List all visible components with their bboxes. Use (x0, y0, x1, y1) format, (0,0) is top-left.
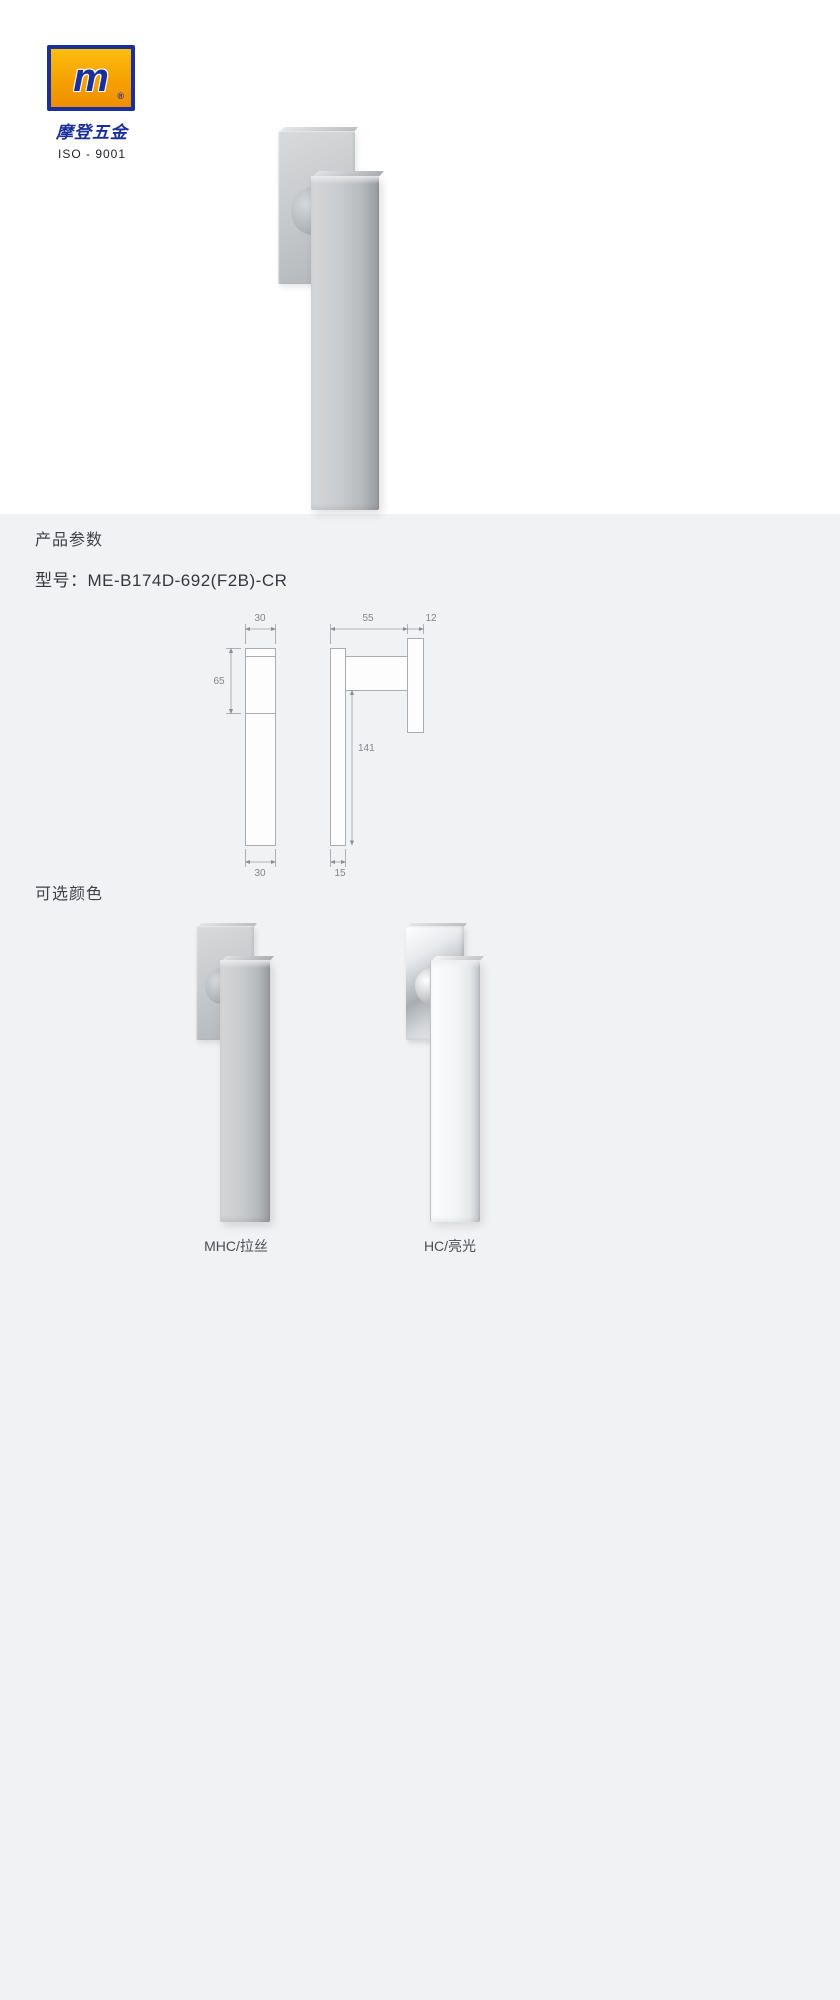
product-hero-image (278, 127, 388, 513)
model-value: ME-B174D-692(F2B)-CR (87, 571, 288, 590)
model-number-line: 型号：ME-B174D-692(F2B)-CR (35, 566, 287, 591)
gray-section-background (0, 514, 840, 2000)
dim-front-bottom-width: 30 (254, 868, 266, 879)
dim-front-top-width: 30 (254, 613, 266, 624)
handle-lever (311, 176, 379, 510)
color-option-label-mhc: MHC/拉丝 (204, 1238, 268, 1254)
brand-logo: m ® 摩登五金 ISO - 9001 (44, 45, 140, 161)
dim-side-lever-length: 141 (358, 743, 375, 754)
registered-trademark-icon: ® (117, 91, 124, 101)
side-neck (345, 656, 408, 691)
color-option-label-hc: HC/亮光 (423, 1238, 477, 1254)
model-label: 型号： (35, 571, 88, 590)
brand-logo-mark-icon: m ® (47, 45, 135, 111)
color-option-image-mhc (196, 923, 286, 1226)
logo-m-icon: m (73, 56, 109, 100)
side-grip (330, 648, 346, 846)
front-view-outline (245, 648, 276, 846)
section-title-parameters: 产品参数 (35, 532, 104, 549)
dim-side-grip-thickness: 15 (334, 868, 346, 879)
handle-lever (220, 960, 270, 1222)
dim-side-plate-thickness: 12 (425, 613, 437, 624)
handle-lever (430, 960, 480, 1222)
color-option-image-hc (406, 923, 496, 1226)
dimension-diagram: 30 65 30 55 12 141 15 (213, 613, 437, 879)
dim-side-neck-length: 55 (362, 613, 374, 624)
iso-certification: ISO - 9001 (57, 147, 127, 161)
side-view (330, 638, 424, 846)
side-plate (407, 638, 424, 733)
section-title-colors: 可选颜色 (35, 886, 104, 903)
dim-front-plate-height: 65 (213, 676, 225, 687)
brand-name: 摩登五金 (56, 123, 128, 142)
front-view (245, 648, 276, 846)
